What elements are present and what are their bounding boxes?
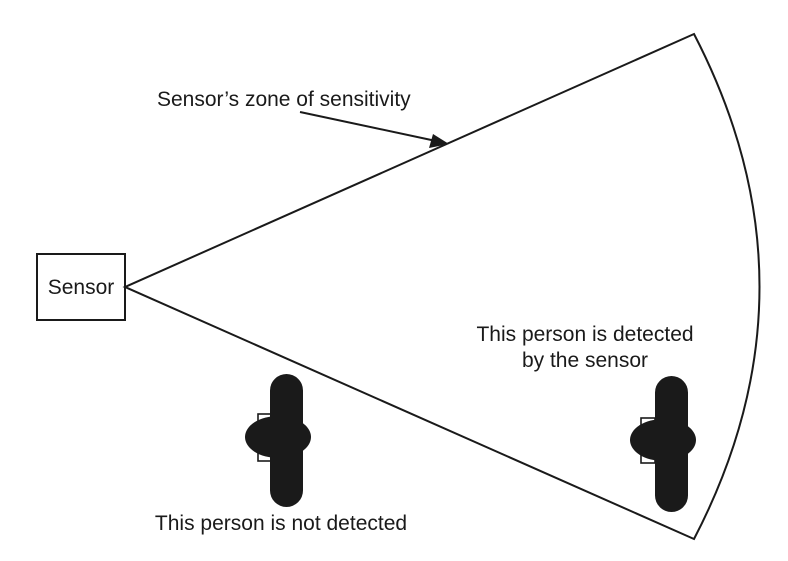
zone-pointer-arrowhead <box>429 134 449 148</box>
detected-person-caption-line1: This person is detected <box>476 323 693 346</box>
zone-pointer-line <box>299 111 437 142</box>
detected-person-caption-line2: by the sensor <box>522 349 648 372</box>
undetected-person-caption: This person is not detected <box>155 512 407 535</box>
undetected-person-icon <box>245 374 311 507</box>
sensor-label: Sensor <box>48 276 115 299</box>
sensitivity-zone <box>122 32 761 541</box>
detected-person-icon <box>630 376 696 512</box>
zone-label: Sensor’s zone of sensitivity <box>157 88 411 111</box>
